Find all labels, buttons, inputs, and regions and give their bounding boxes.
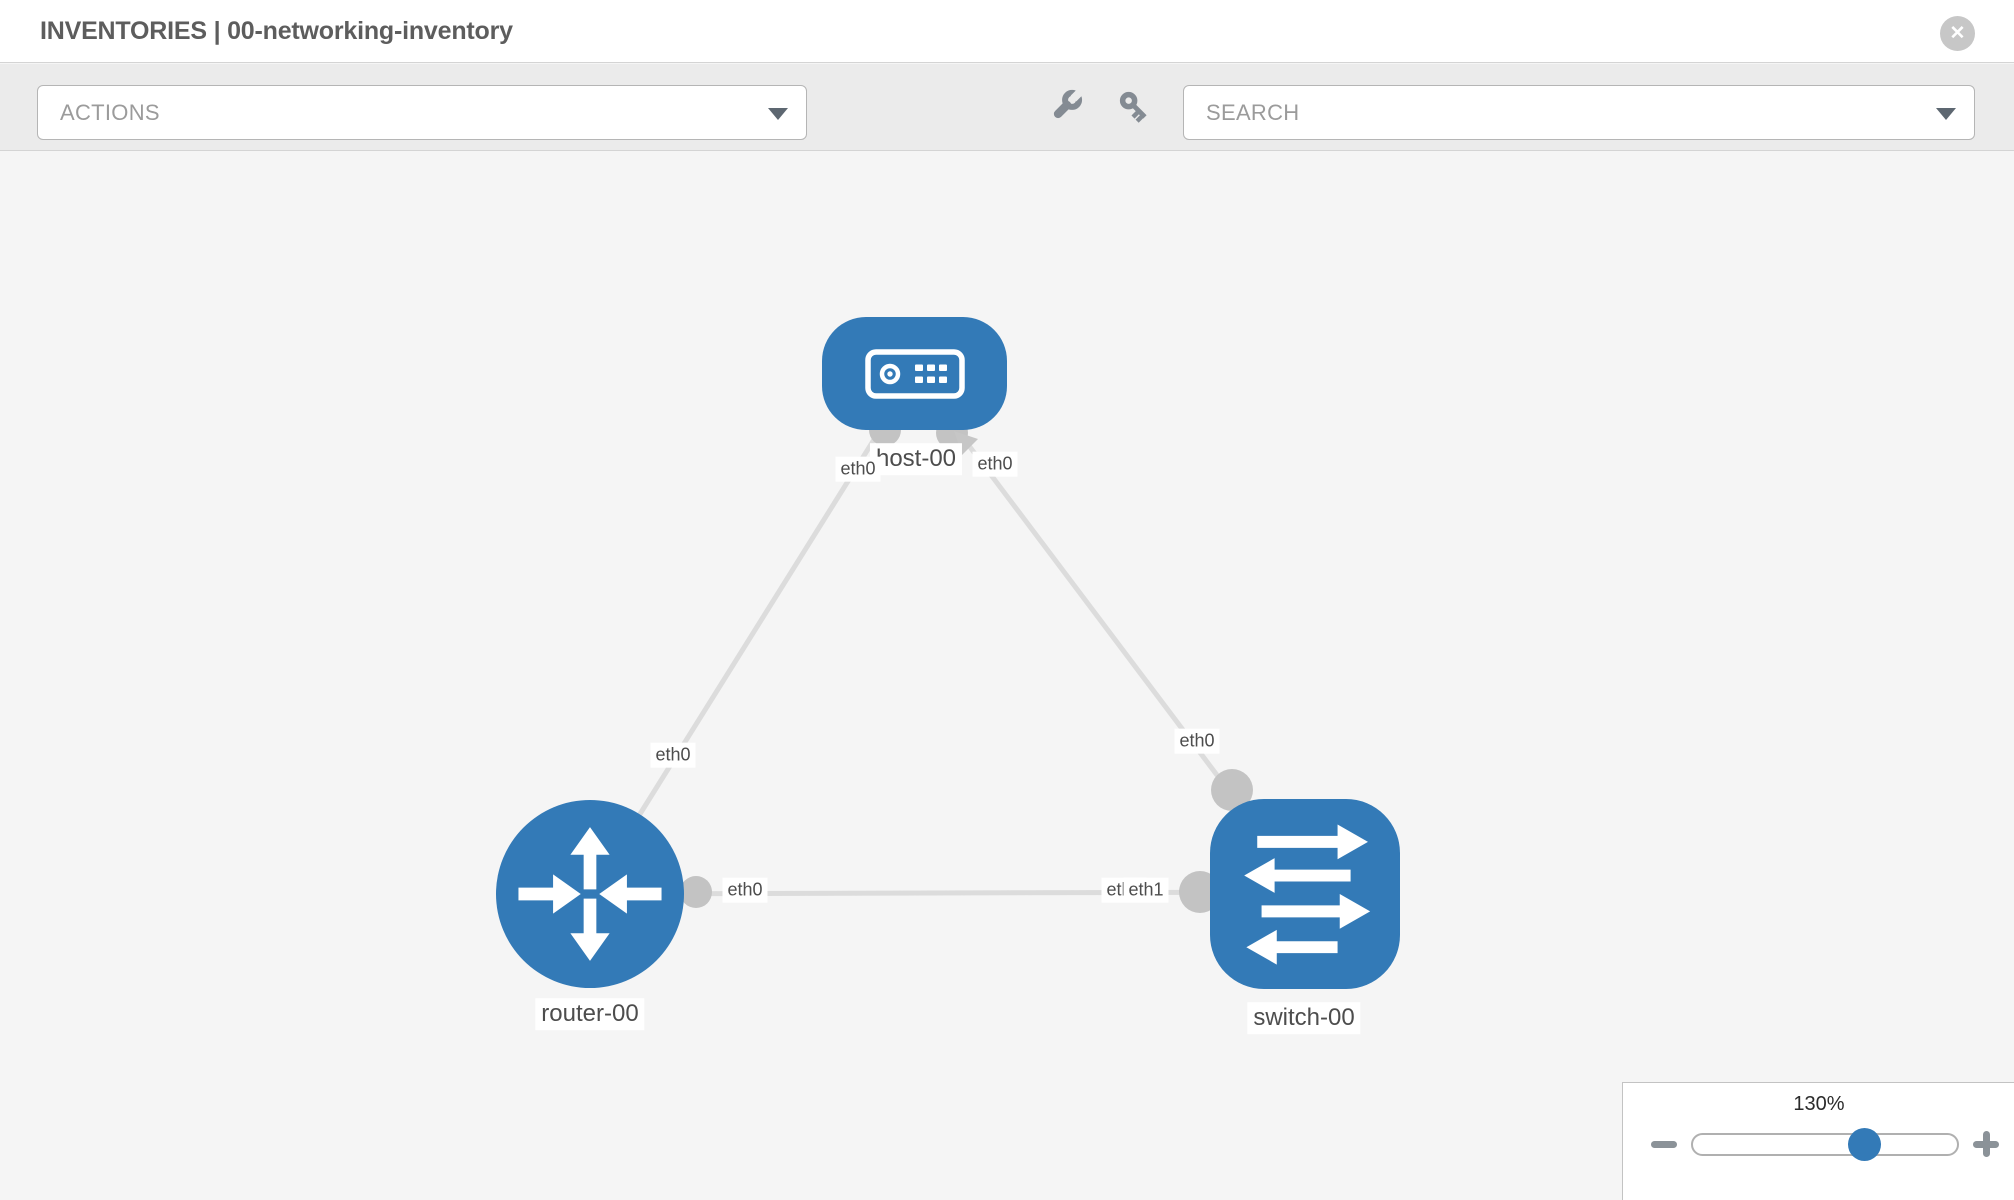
interface-endpoint[interactable]	[680, 876, 712, 908]
node-host-00[interactable]	[822, 317, 1007, 430]
topology-links-layer	[587, 372, 1307, 913]
switch-icon	[1244, 824, 1371, 965]
close-icon[interactable]: ✕	[1940, 16, 1975, 51]
interface-label: eth0	[722, 877, 768, 903]
zoom-panel: 130%	[1622, 1082, 2014, 1200]
toolbar: ACTIONS SEARCH	[0, 64, 2014, 151]
node-router-00[interactable]	[496, 800, 684, 988]
chevron-down-icon	[1936, 108, 1956, 120]
wrench-icon[interactable]	[1045, 87, 1085, 127]
page-title: INVENTORIES | 00-networking-inventory	[40, 17, 513, 45]
zoom-in-button[interactable]	[1969, 1127, 2003, 1161]
node-label-host: host-00	[869, 443, 963, 475]
chevron-down-icon	[768, 108, 788, 120]
interface-label: eth0	[972, 451, 1018, 477]
node-label-switch: switch-00	[1247, 1002, 1361, 1034]
search-dropdown-label: SEARCH	[1206, 99, 1300, 125]
interface-label: eth0	[1174, 728, 1220, 754]
node-label-router: router-00	[535, 998, 645, 1030]
key-icon[interactable]	[1115, 87, 1155, 127]
interface-endpoint[interactable]	[1211, 769, 1253, 811]
zoom-out-button[interactable]	[1647, 1127, 1681, 1161]
topology-canvas[interactable]: host-00 router-00 switch-00 eth0 eth0 et…	[0, 152, 2014, 1200]
search-dropdown[interactable]: SEARCH	[1183, 85, 1975, 140]
interface-label: eth0	[650, 742, 696, 768]
zoom-level: 130%	[1793, 1093, 1845, 1115]
zoom-slider-thumb[interactable]	[1848, 1128, 1881, 1161]
interface-label: eth1	[1123, 877, 1169, 903]
node-switch-00[interactable]	[1210, 799, 1400, 989]
interface-label: eth0	[835, 456, 881, 482]
header: INVENTORIES | 00-networking-inventory ✕	[0, 0, 2014, 63]
actions-dropdown-label: ACTIONS	[60, 99, 160, 125]
actions-dropdown[interactable]: ACTIONS	[37, 85, 807, 140]
router-icon	[518, 827, 662, 961]
zoom-slider-track[interactable]	[1691, 1133, 1959, 1156]
server-icon	[864, 348, 965, 399]
